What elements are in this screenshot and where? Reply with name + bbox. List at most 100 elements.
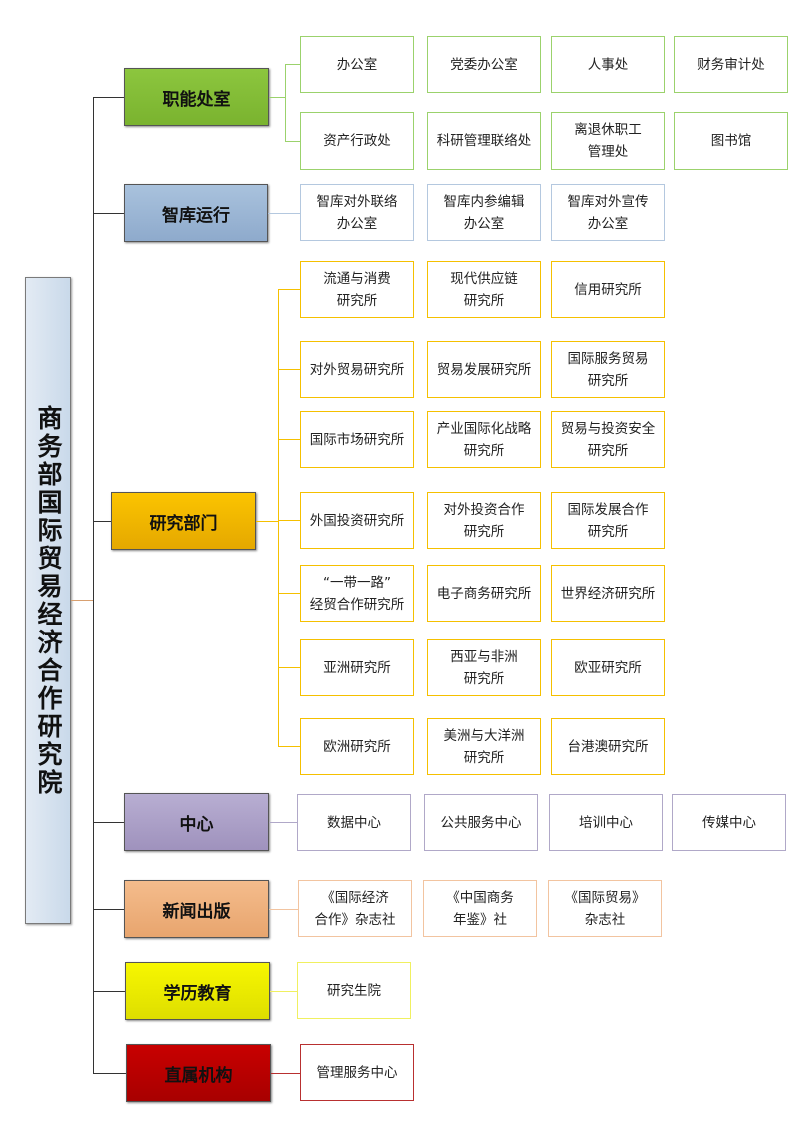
unit-label: 传媒中心	[702, 814, 756, 831]
category-connector	[93, 213, 124, 214]
branch-line	[278, 593, 300, 594]
branch-line	[270, 991, 297, 992]
category-connector	[93, 991, 125, 992]
unit-label: 对外贸易研究所	[309, 361, 405, 378]
unit-label: 外国投资研究所	[309, 512, 405, 529]
unit-label: 对外投资合作 研究所	[443, 501, 525, 540]
unit-box: 研究生院	[297, 962, 411, 1019]
unit-label: 台港澳研究所	[567, 738, 649, 755]
category-box: 智库运行	[124, 184, 268, 242]
unit-box: 《中国商务 年鉴》社	[423, 880, 537, 937]
unit-box: 培训中心	[549, 794, 663, 851]
branch-line	[269, 822, 297, 823]
unit-box: 国际服务贸易 研究所	[551, 341, 665, 398]
category-box: 职能处室	[124, 68, 269, 126]
branch-line	[256, 521, 278, 522]
unit-box: 智库对外宣传 办公室	[551, 184, 665, 241]
unit-label: 西亚与非洲 研究所	[450, 648, 518, 687]
unit-label: 亚洲研究所	[323, 659, 391, 676]
unit-box: “一带一路” 经贸合作研究所	[300, 565, 414, 622]
unit-label: 《国际经济 合作》杂志社	[314, 889, 396, 928]
root-title: 商务部国际贸易经济合作研究院	[34, 404, 63, 797]
category-connector	[93, 822, 124, 823]
branch-line	[278, 369, 300, 370]
unit-label: 世界经济研究所	[560, 585, 656, 602]
unit-box: 西亚与非洲 研究所	[427, 639, 541, 696]
branch-line	[278, 667, 300, 668]
category-connector	[93, 97, 124, 98]
category-box: 中心	[124, 793, 269, 851]
unit-label: 办公室	[336, 56, 378, 73]
unit-box: 美洲与大洋洲 研究所	[427, 718, 541, 775]
unit-box: 产业国际化战略 研究所	[427, 411, 541, 468]
branch-line	[285, 141, 300, 142]
unit-label: 管理服务中心	[316, 1064, 398, 1081]
unit-box: 财务审计处	[674, 36, 788, 93]
unit-box: 数据中心	[297, 794, 411, 851]
unit-box: 公共服务中心	[424, 794, 538, 851]
unit-box: 贸易发展研究所	[427, 341, 541, 398]
branch-line	[271, 1073, 300, 1074]
unit-box: 国际发展合作 研究所	[551, 492, 665, 549]
unit-label: 图书馆	[710, 133, 752, 149]
branch-line	[278, 290, 279, 747]
unit-label: 人事处	[587, 56, 629, 73]
unit-box: 台港澳研究所	[551, 718, 665, 775]
unit-label: 智库对外联络 办公室	[316, 193, 398, 232]
unit-label: 《中国商务 年鉴》社	[446, 889, 514, 928]
unit-label: 研究生院	[327, 982, 381, 999]
unit-box: 对外贸易研究所	[300, 341, 414, 398]
unit-box: 党委办公室	[427, 36, 541, 93]
unit-box: 智库对外联络 办公室	[300, 184, 414, 241]
category-label: 中心	[179, 814, 214, 835]
unit-label: 国际发展合作 研究所	[567, 501, 649, 540]
unit-box: 现代供应链 研究所	[427, 261, 541, 318]
unit-label: “一带一路” 经贸合作研究所	[309, 574, 405, 613]
unit-box: 贸易与投资安全 研究所	[551, 411, 665, 468]
unit-box: 图书馆	[674, 112, 788, 170]
unit-label: 智库对外宣传 办公室	[567, 193, 649, 232]
branch-line	[269, 97, 285, 98]
unit-label: 科研管理联络处	[436, 133, 532, 149]
unit-label: 培训中心	[579, 814, 633, 831]
category-connector	[93, 521, 111, 522]
unit-label: 数据中心	[327, 814, 381, 831]
unit-label: 党委办公室	[450, 56, 518, 73]
unit-box: 电子商务研究所	[427, 565, 541, 622]
branch-line	[269, 909, 298, 910]
root-connector	[71, 600, 93, 601]
unit-label: 国际服务贸易 研究所	[567, 350, 649, 389]
category-box: 学历教育	[125, 962, 270, 1020]
unit-box: 国际市场研究所	[300, 411, 414, 468]
category-label: 直属机构	[164, 1065, 233, 1086]
unit-box: 对外投资合作 研究所	[427, 492, 541, 549]
category-label: 研究部门	[149, 513, 218, 534]
trunk-line	[93, 97, 94, 1074]
unit-box: 智库内参编辑 办公室	[427, 184, 541, 241]
unit-label: 欧亚研究所	[574, 659, 642, 676]
category-connector	[93, 909, 124, 910]
unit-label: 产业国际化战略 研究所	[436, 420, 532, 459]
category-box: 直属机构	[126, 1044, 271, 1102]
unit-label: 《国际贸易》 杂志社	[564, 889, 646, 928]
branch-line	[285, 64, 286, 142]
unit-box: 流通与消费 研究所	[300, 261, 414, 318]
unit-box: 世界经济研究所	[551, 565, 665, 622]
unit-box: 信用研究所	[551, 261, 665, 318]
category-box: 研究部门	[111, 492, 256, 550]
unit-label: 财务审计处	[697, 56, 765, 73]
unit-label: 资产行政处	[323, 133, 391, 149]
category-box: 新闻出版	[124, 880, 269, 938]
unit-box: 欧洲研究所	[300, 718, 414, 775]
unit-box: 办公室	[300, 36, 414, 93]
unit-label: 信用研究所	[574, 281, 642, 298]
root-institute-box: 商务部国际贸易经济合作研究院	[25, 277, 71, 924]
unit-box: 科研管理联络处	[427, 112, 541, 170]
branch-line	[268, 213, 300, 214]
branch-line	[285, 64, 300, 65]
unit-label: 智库内参编辑 办公室	[443, 193, 525, 232]
unit-box: 外国投资研究所	[300, 492, 414, 549]
unit-box: 欧亚研究所	[551, 639, 665, 696]
unit-box: 《国际贸易》 杂志社	[548, 880, 662, 937]
unit-box: 人事处	[551, 36, 665, 93]
